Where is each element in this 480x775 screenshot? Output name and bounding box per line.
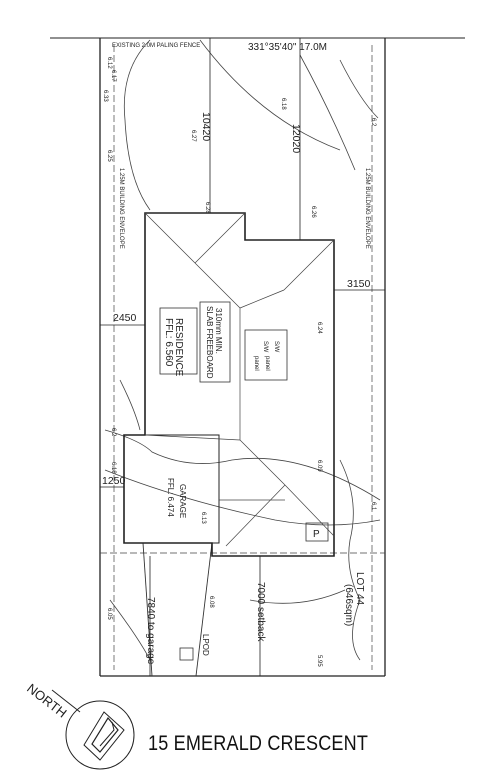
dimension-lines: [100, 38, 385, 676]
spot-level: 6.17: [110, 70, 116, 82]
spot-level: 6.25: [106, 150, 112, 162]
spot-level: 6.33: [102, 90, 108, 102]
dim-3150: 3150: [347, 278, 371, 290]
residence-outline: [123, 212, 335, 557]
dim-2450: 2450: [113, 312, 137, 324]
garage-outline: [123, 434, 220, 544]
roof-lines: [144, 212, 335, 547]
spot-level: 6.12: [106, 57, 112, 69]
garage-name: GARAGE: [178, 484, 187, 518]
north-label: NORTH: [24, 681, 69, 721]
driveway: [142, 542, 213, 677]
sw-label-2: S/W: [273, 341, 279, 353]
dim-7840: 7840 to garage: [145, 597, 156, 665]
residence-label-box: [159, 307, 198, 375]
lot-label: LOT 44: [354, 572, 365, 606]
bearing-label: 331°35'40" 17.0M: [248, 42, 327, 53]
sw-label-1: S/W: [262, 341, 268, 353]
lpod-label: LPOD: [201, 634, 210, 656]
dim-12020: 12020: [290, 124, 302, 153]
slab-line1: 310mm MIN.: [214, 308, 223, 354]
spot-level: 6.28: [204, 202, 210, 214]
residence-ffl: FFL: 6.560: [163, 318, 174, 367]
spot-level: 6.24: [316, 322, 322, 334]
spot-level: 6.1: [370, 502, 376, 511]
slab-freeboard-box: [199, 301, 231, 383]
panel-label-2: panel: [264, 356, 270, 371]
p-box: [305, 522, 329, 542]
residence-name: RESIDENCE: [173, 318, 184, 377]
spot-level: 6.26: [310, 206, 316, 218]
spot-level: 6.2: [110, 428, 116, 437]
street-name-title: 15 EMERALD CRESCENT: [148, 732, 369, 755]
spot-level: 6.27: [190, 130, 196, 142]
spot-level: 5.95: [316, 655, 322, 667]
dim-1250: 1250: [102, 475, 126, 487]
spot-level: 6.13: [200, 512, 206, 524]
lot-boundary: [50, 37, 465, 677]
spot-level: 6.18: [280, 98, 286, 110]
dim-10420: 10420: [200, 112, 212, 141]
spot-level: 6.08: [208, 596, 214, 608]
envelope-left-label: 1.25M BUILDING ENVELOPE: [118, 168, 124, 249]
slab-line2: SLAB FREEBOARD: [205, 306, 214, 379]
spot-level: 6.05: [106, 608, 112, 620]
dim-7000: 7000 setback: [255, 582, 266, 642]
north-arrow: NORTH: [24, 681, 135, 770]
building-envelope: [100, 45, 385, 670]
panel-label-1: panel: [253, 356, 259, 371]
lpod-box: [179, 647, 194, 661]
spot-level: 6.2: [370, 118, 376, 127]
envelope-right-label: 1.25M BUILDING ENVELOPE: [364, 168, 370, 249]
spot-level: 6.18: [110, 462, 116, 474]
sw-panel-box: [244, 329, 288, 381]
fence-label: EXISTING 2.0M PALING FENCE: [112, 43, 200, 49]
contour-lines: [104, 39, 381, 661]
p-label: P: [313, 529, 320, 540]
lot-area: (646sqm): [343, 584, 354, 626]
spot-level: 6.09: [316, 460, 322, 472]
garage-ffl: FFL: 6.474: [166, 478, 175, 517]
